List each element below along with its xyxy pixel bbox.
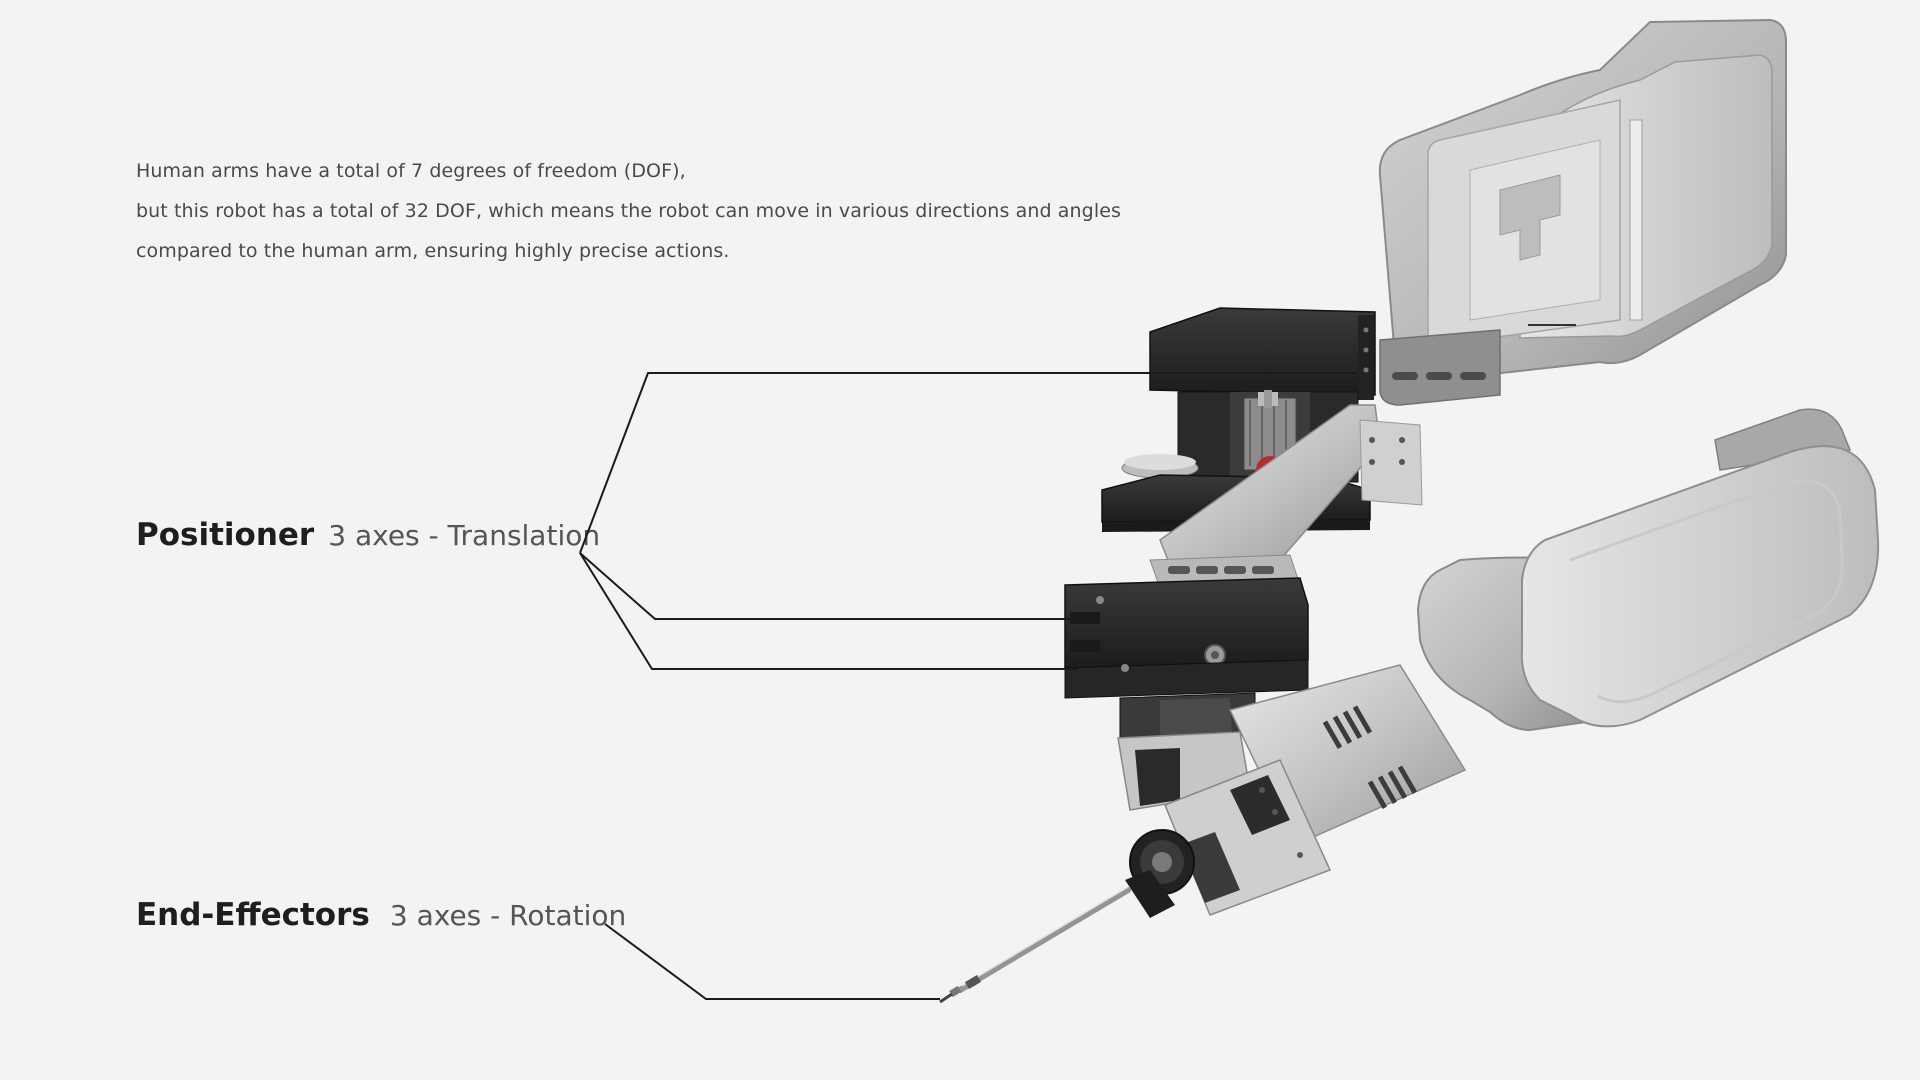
positioner-leader-middle: [579, 552, 1078, 620]
positioner-description: 3 axes - Translation: [328, 519, 601, 552]
end-effector-tool: [939, 829, 1195, 1004]
intro-text: Human arms have a total of 7 degrees of …: [136, 151, 1136, 271]
lower-positioner-stack: [1064, 577, 1309, 741]
positioner-leader-top: [579, 372, 1356, 554]
positioner-leader-bottom: [579, 552, 1078, 670]
intro-line-2: but this robot has a total of 32 DOF, wh…: [136, 200, 1121, 222]
intro-line-1: Human arms have a total of 7 degrees of …: [136, 160, 686, 182]
positioner-callout: Positioner 3 axes - Translation: [136, 517, 600, 553]
end-effectors-title: End-Effectors: [136, 897, 370, 933]
leader-lines: [579, 372, 1356, 1000]
upper-shell-bracket: [1378, 18, 1787, 406]
end-effector-housing: [1117, 664, 1467, 916]
intro-line-3: compared to the human arm, ensuring high…: [136, 240, 730, 262]
end-effectors-callout: End-Effectors 3 axes - Rotation: [136, 897, 626, 933]
lower-shell-cover: [1416, 408, 1880, 732]
positioner-title: Positioner: [136, 517, 315, 553]
end-effectors-leader: [604, 923, 940, 1000]
end-effectors-description: 3 axes - Rotation: [389, 899, 627, 932]
